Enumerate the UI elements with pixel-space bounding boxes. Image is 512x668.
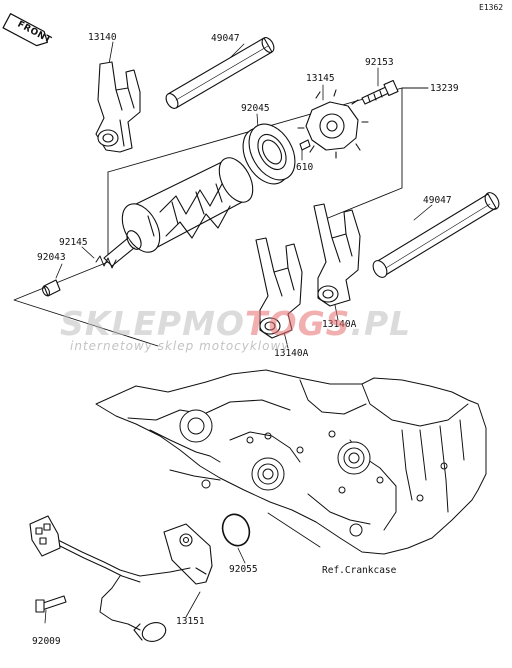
- part-label-610: 610: [296, 162, 314, 173]
- part-label-13239: 13239: [430, 83, 459, 94]
- drum-cam: [297, 89, 369, 159]
- watermark-brand-part2: TO: [245, 304, 298, 343]
- ref-crankcase-label: Ref.Crankcase: [322, 565, 397, 576]
- watermark-brand-part4: .PL: [350, 304, 412, 343]
- shift-fork-upper: [95, 61, 141, 153]
- pin-92043: [41, 279, 61, 297]
- part-label-92153: 92153: [365, 57, 394, 68]
- shift-fork-lower-right: [313, 203, 361, 307]
- bearing-92045: [242, 123, 296, 185]
- sensor-harness: [57, 539, 191, 631]
- harness-connector: [29, 515, 61, 557]
- part-label-92009: 92009: [32, 636, 61, 647]
- gear-position-sensor: [163, 523, 213, 585]
- front-arrow-icon: [2, 13, 49, 47]
- watermark-brand-part3: GS: [297, 304, 351, 343]
- part-label-13140A-bottom: 13140A: [274, 348, 309, 359]
- part-label-92145: 92145: [59, 237, 88, 248]
- part-label-92043: 92043: [37, 252, 66, 263]
- watermark-tagline: internetowy sklep motocyklowy: [70, 339, 290, 353]
- shift-fork-lower-left: [255, 237, 303, 339]
- part-label-92055: 92055: [229, 564, 258, 575]
- bolt-92153: [361, 79, 399, 105]
- part-label-13140: 13140: [88, 32, 117, 43]
- diagram-code: E1362: [479, 3, 504, 12]
- part-label-13140A-right: 13140A: [322, 319, 357, 330]
- watermark-brand-part1: SKLEPMO: [60, 304, 245, 343]
- bolt-92009: [35, 595, 67, 613]
- watermark-brand: SKLEPMOTOGS.PL: [60, 307, 411, 340]
- crankcase: [95, 369, 487, 555]
- shift-drum: [103, 157, 254, 267]
- part-label-13145: 13145: [306, 73, 335, 84]
- harness-clamp: [133, 622, 167, 642]
- part-label-49047-right: 49047: [423, 195, 452, 206]
- part-label-49047-top: 49047: [211, 33, 240, 44]
- shift-rod-top: [165, 37, 275, 109]
- spring-92145: [95, 255, 117, 269]
- pin-610: [299, 139, 311, 151]
- part-label-13151: 13151: [176, 616, 205, 627]
- shift-rod-right: [372, 192, 500, 278]
- part-label-92045: 92045: [241, 103, 270, 114]
- o-ring-92055: [221, 513, 251, 547]
